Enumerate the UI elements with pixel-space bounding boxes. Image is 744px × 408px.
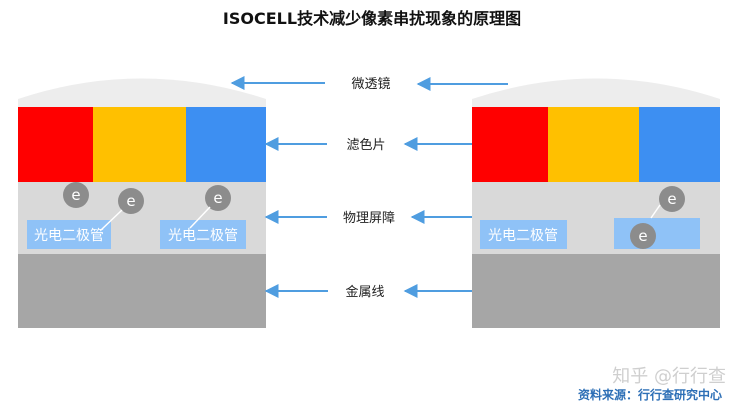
left-electron-path-2: [189, 206, 211, 229]
left-photodiode-1: [27, 220, 111, 249]
right-electron-2-label: e: [638, 227, 647, 245]
label-color-filter: 滤色片: [346, 137, 385, 153]
left-photodiode-2: [160, 220, 246, 249]
layer-labels: 微透镜 滤色片 物理屏障 金属线: [230, 76, 508, 300]
right-filter-red: [472, 107, 548, 182]
diagram-title: ISOCELL技术减少像素串扰现象的原理图: [223, 9, 521, 28]
right-electron-1: [659, 186, 685, 212]
left-electron-2-label: e: [126, 192, 135, 210]
left-metal-layer: [18, 254, 266, 328]
right-filter-yellow: [548, 107, 639, 182]
left-electron-3-label: e: [213, 189, 222, 207]
right-photodiode-2: [614, 218, 700, 249]
right-pixel-stack: 光电二极管 e e: [472, 78, 720, 328]
source-note: 资料来源：行行查研究中心: [578, 387, 722, 402]
left-filter-yellow: [93, 107, 186, 182]
left-filter-red: [18, 107, 93, 182]
left-photodiode-1-label: 光电二极管: [34, 228, 104, 244]
right-microlens: [472, 78, 720, 107]
left-electron-1: [63, 182, 89, 208]
left-electron-2: [118, 188, 144, 214]
left-electron-1-label: e: [71, 186, 80, 204]
label-microlens: 微透镜: [351, 77, 390, 92]
right-metal-layer: [472, 254, 720, 328]
left-filter-blue: [186, 107, 266, 182]
right-electron-1-label: e: [667, 190, 676, 208]
label-metal-wire: 金属线: [345, 284, 384, 300]
left-electron-3: [205, 185, 231, 211]
left-electron-path-1: [100, 209, 123, 231]
watermark: 知乎 @行行查: [612, 366, 726, 387]
right-electron-2: [630, 223, 656, 249]
left-pixel-stack: 光电二极管 光电二极管 e e e: [18, 78, 266, 328]
right-photodiode-1: [480, 220, 567, 249]
right-filter-blue: [639, 107, 720, 182]
left-microlens: [18, 78, 266, 107]
right-electron-path: [650, 204, 661, 219]
right-photodiode-1-label: 光电二极管: [488, 228, 558, 244]
label-barrier: 物理屏障: [343, 211, 395, 226]
left-photodiode-2-label: 光电二极管: [168, 228, 238, 244]
